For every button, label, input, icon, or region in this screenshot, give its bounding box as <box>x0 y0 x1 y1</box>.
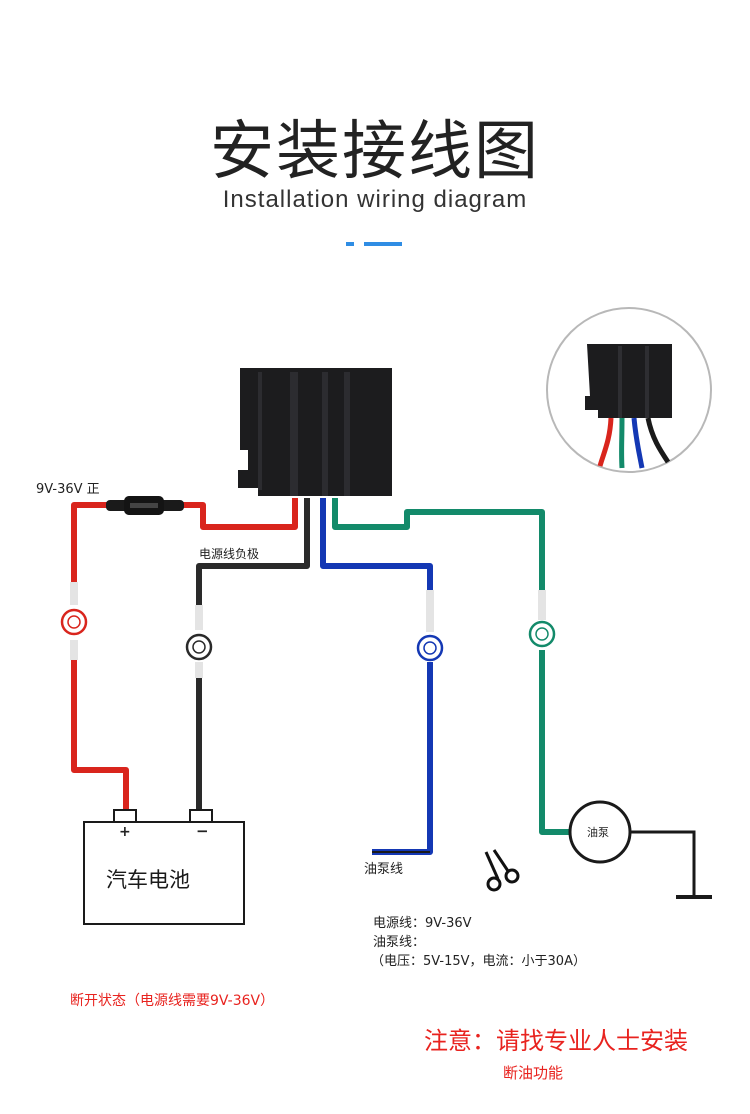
blue-wire-marker <box>416 634 444 662</box>
green-wire <box>332 498 570 835</box>
power-negative-label: 电源线负极 <box>199 547 260 561</box>
accent-dash-long <box>364 242 402 246</box>
page-title: 安装接线图 <box>210 115 540 189</box>
pump-icon <box>568 800 696 896</box>
connector-photo-icon <box>546 307 712 473</box>
state-note: 断开状态（电源线需要9V-36V） <box>70 993 275 1009</box>
fuse-icon <box>106 496 184 515</box>
scissors-icon <box>484 849 520 892</box>
battery-label: 汽车电池 <box>106 868 190 892</box>
note-pump-spec: （电压：5V-15V，电流：小于30A） <box>371 954 586 969</box>
black-wire-marker <box>185 633 213 661</box>
positive-voltage-label: 9V-36V 正 <box>36 482 100 497</box>
battery-minus-label: − <box>196 822 209 840</box>
warning-note: 注意：请找专业人士安装 <box>424 1027 688 1055</box>
red-wire <box>70 498 298 812</box>
function-note: 断油功能 <box>503 1064 564 1082</box>
relay-module-icon <box>238 368 392 496</box>
pump-label: 油泵 <box>587 826 609 839</box>
battery-plus-label: + <box>119 824 131 840</box>
blue-wire <box>320 498 434 855</box>
battery-icon <box>83 809 245 925</box>
accent-dash-short <box>346 242 354 246</box>
pump-wire-label: 油泵线 <box>364 862 404 877</box>
note-power-line: 电源线：9V-36V <box>373 916 472 931</box>
note-pump-line: 油泵线： <box>373 935 426 950</box>
green-wire-marker <box>528 620 556 648</box>
red-wire-marker <box>60 608 88 636</box>
black-wire <box>195 498 310 812</box>
page-subtitle: Installation wiring diagram <box>222 186 528 213</box>
